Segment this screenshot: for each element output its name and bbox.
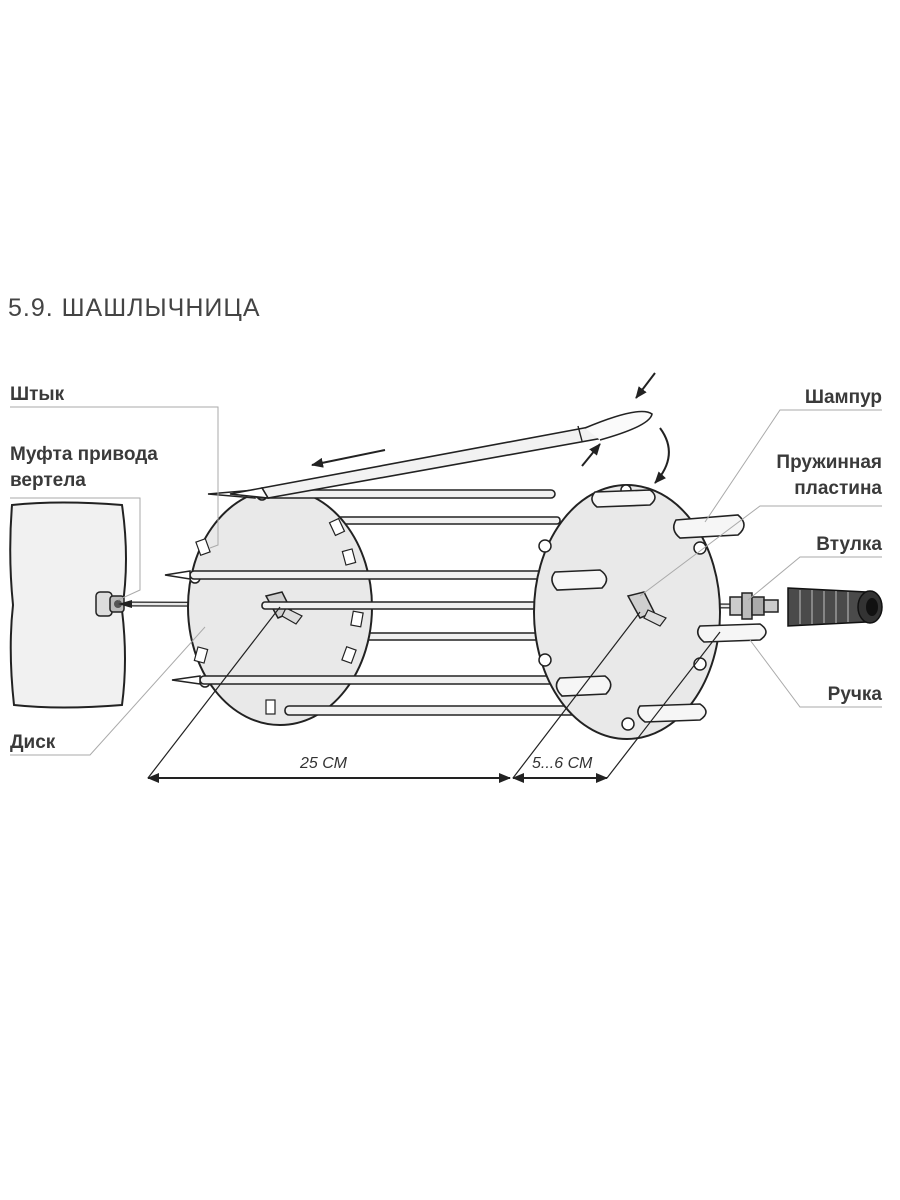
leader-lines xyxy=(10,406,882,756)
label-plastina-line2: пластина xyxy=(794,478,882,499)
drive-coupling xyxy=(95,591,125,617)
label-plastina-line1: Пружинная xyxy=(776,452,882,473)
label-disk: Диск xyxy=(10,732,56,753)
label-mufta-line2: вертела xyxy=(10,470,86,491)
label-ruchka: Ручка xyxy=(828,684,883,705)
label-shtyk: Штык xyxy=(10,384,65,405)
label-shampur: Шампур xyxy=(805,387,882,408)
dimensions xyxy=(147,606,721,783)
spring-plates-outer xyxy=(637,514,767,723)
motion-arrows xyxy=(311,372,670,484)
dimension-gap-label: 5...6 СМ xyxy=(532,755,593,772)
label-vtulka: Втулка xyxy=(816,534,882,555)
label-mufta-line1: Муфта привода xyxy=(10,444,158,465)
drive-housing xyxy=(9,501,127,709)
dimension-length-label: 25 СМ xyxy=(299,755,348,772)
diagram-title: 5.9. ШАШЛЫЧНИЦА xyxy=(8,294,261,322)
skewer-insert xyxy=(229,410,653,499)
handle xyxy=(787,587,883,627)
bushing xyxy=(729,592,779,620)
